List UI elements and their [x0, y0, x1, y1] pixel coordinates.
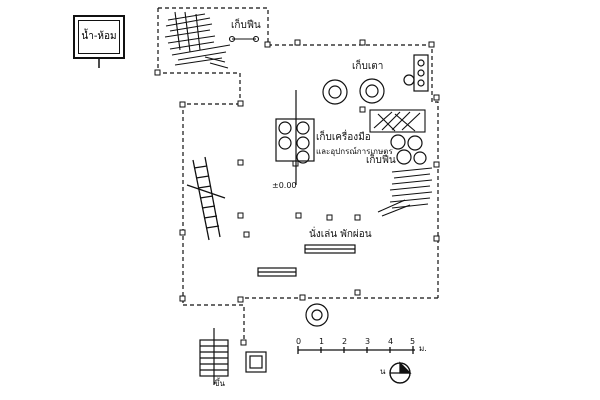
- label-stove-storage: เก็บเตา: [352, 61, 384, 72]
- firewood-pile-top: [164, 11, 260, 69]
- house-outline: [157, 7, 439, 343]
- ladder-icon: [186, 156, 226, 241]
- label-farming-tools: และอุปกรณ์การเกษตร: [316, 147, 393, 156]
- label-sitting-area: นั่งเล่น พักผ่อน: [309, 229, 372, 240]
- label-firewood-storage-top: เก็บฟืน: [231, 20, 261, 31]
- wood-rack-upper-right: [369, 109, 426, 133]
- scale-bar: [297, 346, 415, 354]
- scale-tick-1: 1: [319, 337, 325, 346]
- scale-tick-2: 2: [342, 337, 348, 346]
- label-level-mark: ±0.00: [272, 181, 297, 190]
- tool-storage: [275, 90, 315, 185]
- posts: [154, 39, 440, 346]
- scale-tick-4: 4: [388, 337, 394, 346]
- stove-icon: [403, 54, 429, 92]
- scale-tick-0: 0: [296, 337, 302, 346]
- stair-icon: [199, 328, 267, 385]
- sign-board: น้ำ-ห้อม: [73, 15, 125, 59]
- north-arrow-icon: [389, 361, 412, 384]
- label-tool-storage: เก็บเครื่องมือ: [316, 132, 371, 143]
- scale-tick-5: 5: [410, 337, 416, 346]
- label-north: น: [380, 367, 386, 376]
- scale-unit: ม.: [419, 344, 427, 353]
- sign-inner-frame: [78, 20, 120, 54]
- scale-tick-3: 3: [365, 337, 371, 346]
- label-firewood-storage-right: เก็บฟืน: [366, 155, 396, 166]
- sign-label: น้ำ-ห้อม: [81, 31, 117, 42]
- firewood-pile-right: [377, 167, 433, 217]
- benches: [257, 244, 356, 277]
- label-stair: ขึ้น: [214, 379, 225, 388]
